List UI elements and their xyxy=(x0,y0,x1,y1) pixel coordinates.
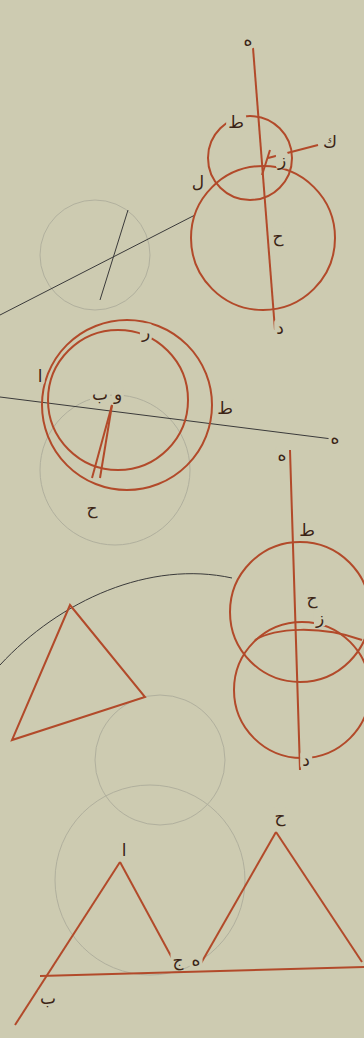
point-letter: ا xyxy=(36,368,45,385)
point-letter: ب xyxy=(38,990,58,1007)
point-letter: ك xyxy=(321,134,339,151)
point-letter: ر xyxy=(140,324,152,341)
point-letter: ط xyxy=(226,114,246,131)
point-letter: ط xyxy=(297,522,317,539)
point-letter: ز xyxy=(314,610,326,627)
point-letter: ح xyxy=(273,808,288,825)
point-letter: ط xyxy=(215,400,235,417)
point-letter: ه xyxy=(329,430,342,447)
faint-pencil-circles xyxy=(40,200,245,975)
point-letter: ح xyxy=(305,590,320,607)
point-letter: ا xyxy=(120,842,129,859)
point-letter: و xyxy=(112,386,124,403)
point-letter: ب xyxy=(90,386,110,403)
point-letter: ز xyxy=(276,152,288,169)
construction-lines xyxy=(0,210,340,665)
red-figures xyxy=(12,35,364,1025)
point-letter: ح xyxy=(85,500,100,517)
point-letter: ه xyxy=(190,952,203,969)
point-letter: د xyxy=(300,752,312,769)
point-letter: ل xyxy=(190,174,206,191)
point-letter: ج xyxy=(171,952,186,969)
point-letter: د xyxy=(274,320,286,337)
point-letter: ه xyxy=(276,447,289,464)
point-letter: ه xyxy=(242,32,255,49)
point-letter: ح xyxy=(271,228,286,245)
